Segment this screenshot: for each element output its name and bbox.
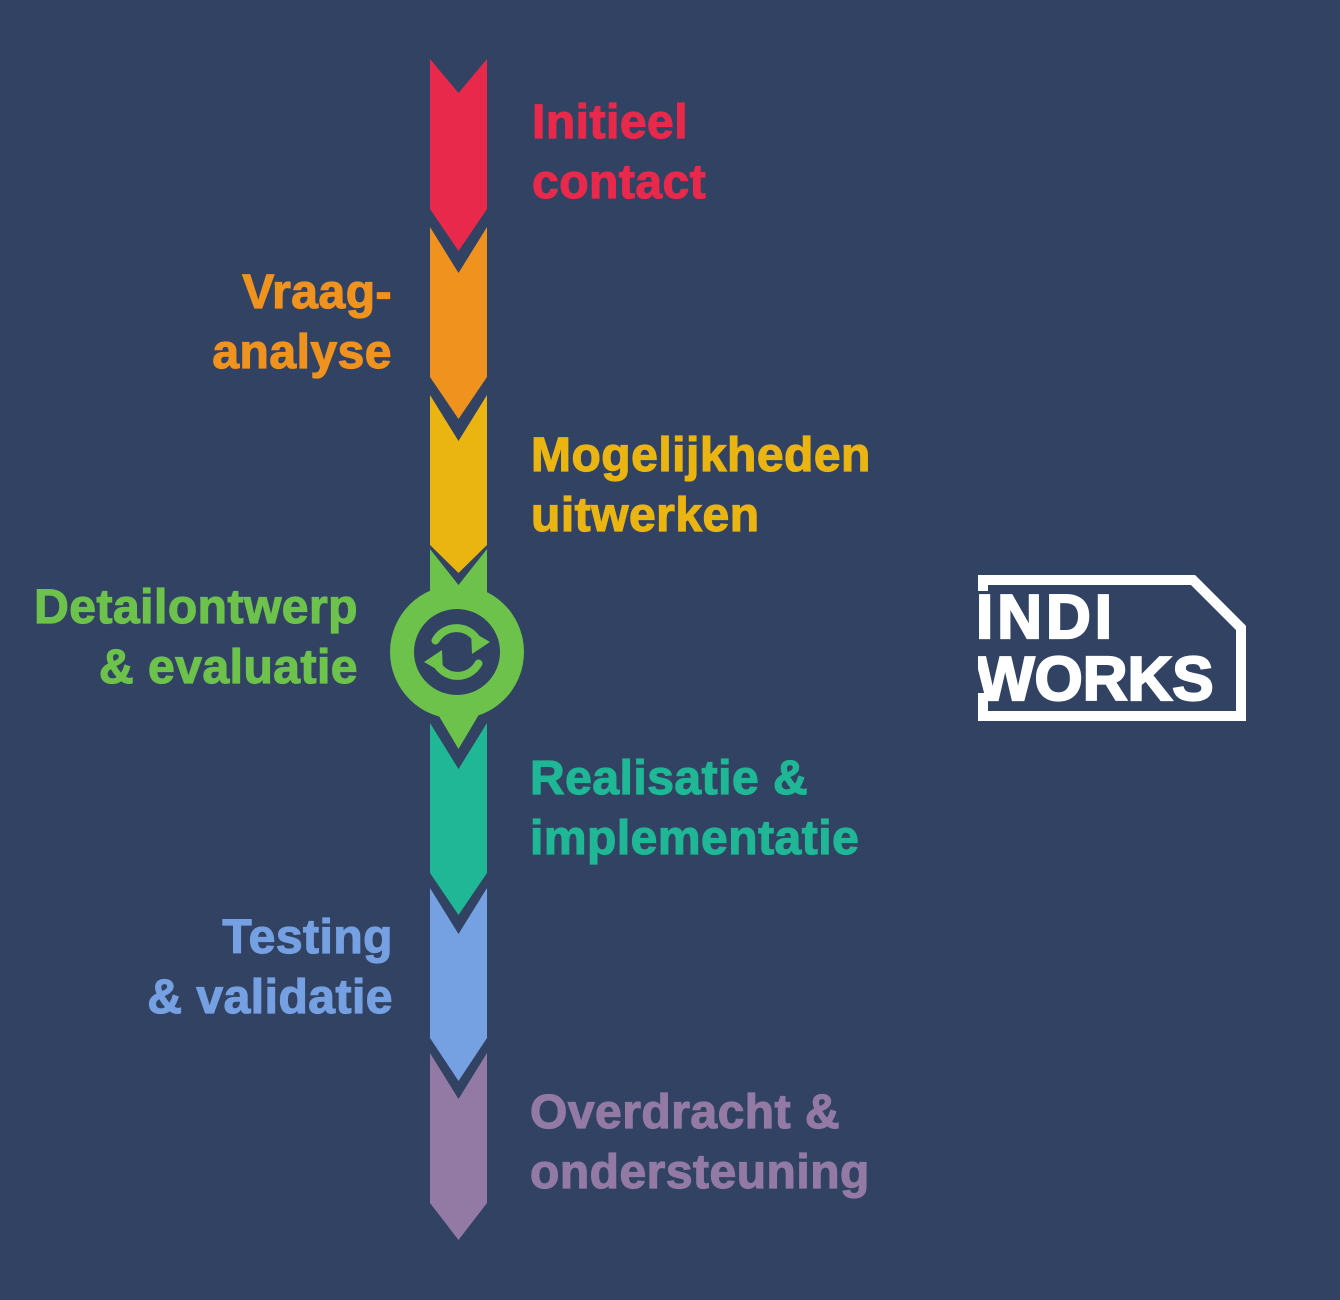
step-label-line: Initieel xyxy=(531,95,689,149)
step-label-line: Overdracht & xyxy=(529,1085,841,1139)
step-label-line: Testing xyxy=(222,910,393,964)
step-label-line: & validatie xyxy=(147,970,393,1024)
chevron-segment xyxy=(430,59,487,251)
step-label: Testing & validatie xyxy=(147,908,393,1028)
step-label-line: ondersteuning xyxy=(529,1145,870,1199)
step-label-line: Vraag- xyxy=(242,265,392,319)
logo-text-works: WORKS xyxy=(978,645,1214,714)
step-label-line: analyse xyxy=(212,325,392,379)
cycle-icon-background xyxy=(414,609,500,695)
step-label: Realisatie & implementatie xyxy=(529,749,860,869)
indi-works-logo: INDI WORKS xyxy=(978,575,1246,721)
chevron-segment xyxy=(430,395,487,573)
chevron-segment xyxy=(430,549,487,749)
step-label-line: Mogelijkheden xyxy=(530,428,871,482)
chevron-segment xyxy=(430,227,487,419)
loop-node-circle xyxy=(390,585,524,719)
chevron-segment xyxy=(430,1053,487,1240)
logo-text-indi: INDI xyxy=(978,583,1116,652)
step-label-line: & evaluatie xyxy=(98,640,358,694)
cycle-refresh-icon xyxy=(424,624,490,680)
step-label: Detailontwerp & evaluatie xyxy=(34,578,359,698)
step-label: Overdracht & ondersteuning xyxy=(529,1083,870,1203)
step-label: Mogelijkheden uitwerken xyxy=(530,426,871,546)
step-label: Initieel contact xyxy=(531,93,707,213)
step-label-line: uitwerken xyxy=(530,488,760,542)
logo-frame xyxy=(978,575,1246,721)
step-label-line: Detailontwerp xyxy=(34,580,359,634)
step-label-line: implementatie xyxy=(529,811,860,865)
step-label-line: contact xyxy=(531,155,707,209)
step-label-line: Realisatie & xyxy=(529,751,809,805)
chevron-segment xyxy=(430,723,487,915)
step-label: Vraag- analyse xyxy=(212,263,392,383)
chevron-segment xyxy=(430,888,487,1081)
